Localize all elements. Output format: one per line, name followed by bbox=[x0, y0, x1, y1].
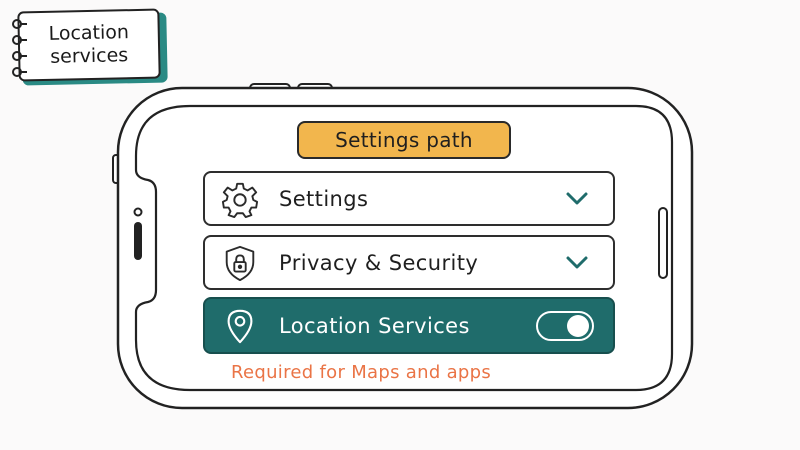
home-indicator[interactable] bbox=[658, 207, 668, 279]
gear-icon bbox=[221, 182, 259, 218]
toggle-knob bbox=[567, 314, 589, 337]
camera-icon bbox=[133, 207, 143, 217]
section-title: Settings path bbox=[297, 121, 511, 159]
shield-lock-icon bbox=[225, 245, 255, 281]
settings-label: Settings bbox=[279, 186, 369, 211]
location-services-label: Location Services bbox=[279, 313, 470, 338]
chevron-down-icon[interactable] bbox=[565, 255, 589, 271]
spiral-binding-icon bbox=[12, 19, 27, 77]
speaker-grille bbox=[134, 222, 142, 260]
location-pin-icon bbox=[227, 309, 253, 343]
privacy-security-row[interactable]: Privacy & Security bbox=[203, 235, 615, 290]
settings-row[interactable]: Settings bbox=[203, 171, 615, 226]
requirement-note: Required for Maps and apps bbox=[231, 362, 492, 383]
chevron-down-icon[interactable] bbox=[565, 191, 589, 207]
privacy-security-label: Privacy & Security bbox=[279, 250, 479, 275]
location-services-toggle[interactable] bbox=[536, 310, 594, 341]
location-services-row[interactable]: Location Services bbox=[203, 297, 615, 354]
